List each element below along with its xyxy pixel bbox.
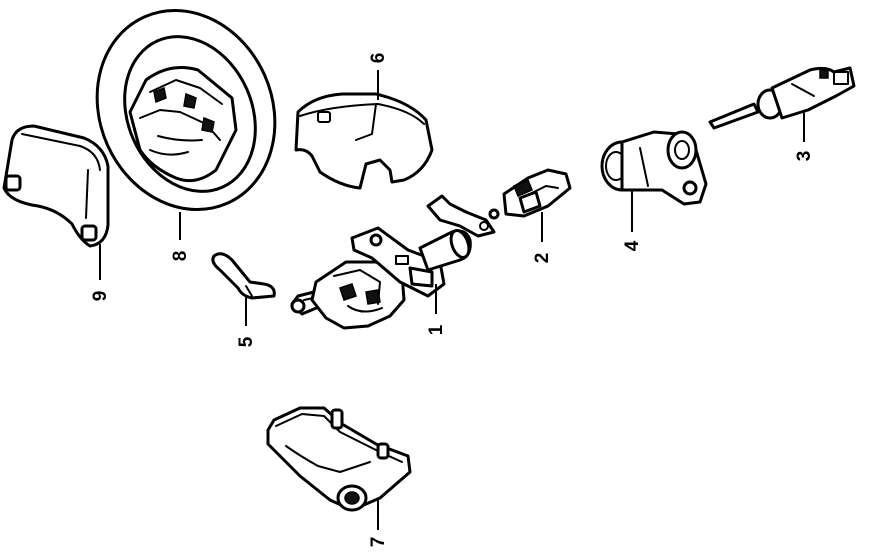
callout-3: 3 xyxy=(794,151,815,162)
callout-5: 5 xyxy=(236,336,257,347)
callout-7: 7 xyxy=(368,537,389,548)
part-8-steering-wheel xyxy=(95,8,277,240)
callout-6: 6 xyxy=(368,53,389,64)
callout-2: 2 xyxy=(532,253,553,264)
callout-8: 8 xyxy=(170,251,191,262)
part-3-lock-cylinder xyxy=(708,66,856,142)
part-9-airbag-cover xyxy=(2,124,110,280)
part-7-lower-shroud xyxy=(266,406,412,530)
callout-4: 4 xyxy=(622,240,643,251)
part-4-lock-housing xyxy=(600,130,708,232)
part-2-lock-actuator xyxy=(488,168,572,242)
callout-9: 9 xyxy=(90,291,111,302)
callout-1: 1 xyxy=(426,324,447,335)
part-6-upper-shroud xyxy=(294,70,434,190)
part-1-steering-column xyxy=(290,194,496,330)
part-5-tilt-lever xyxy=(211,252,276,326)
